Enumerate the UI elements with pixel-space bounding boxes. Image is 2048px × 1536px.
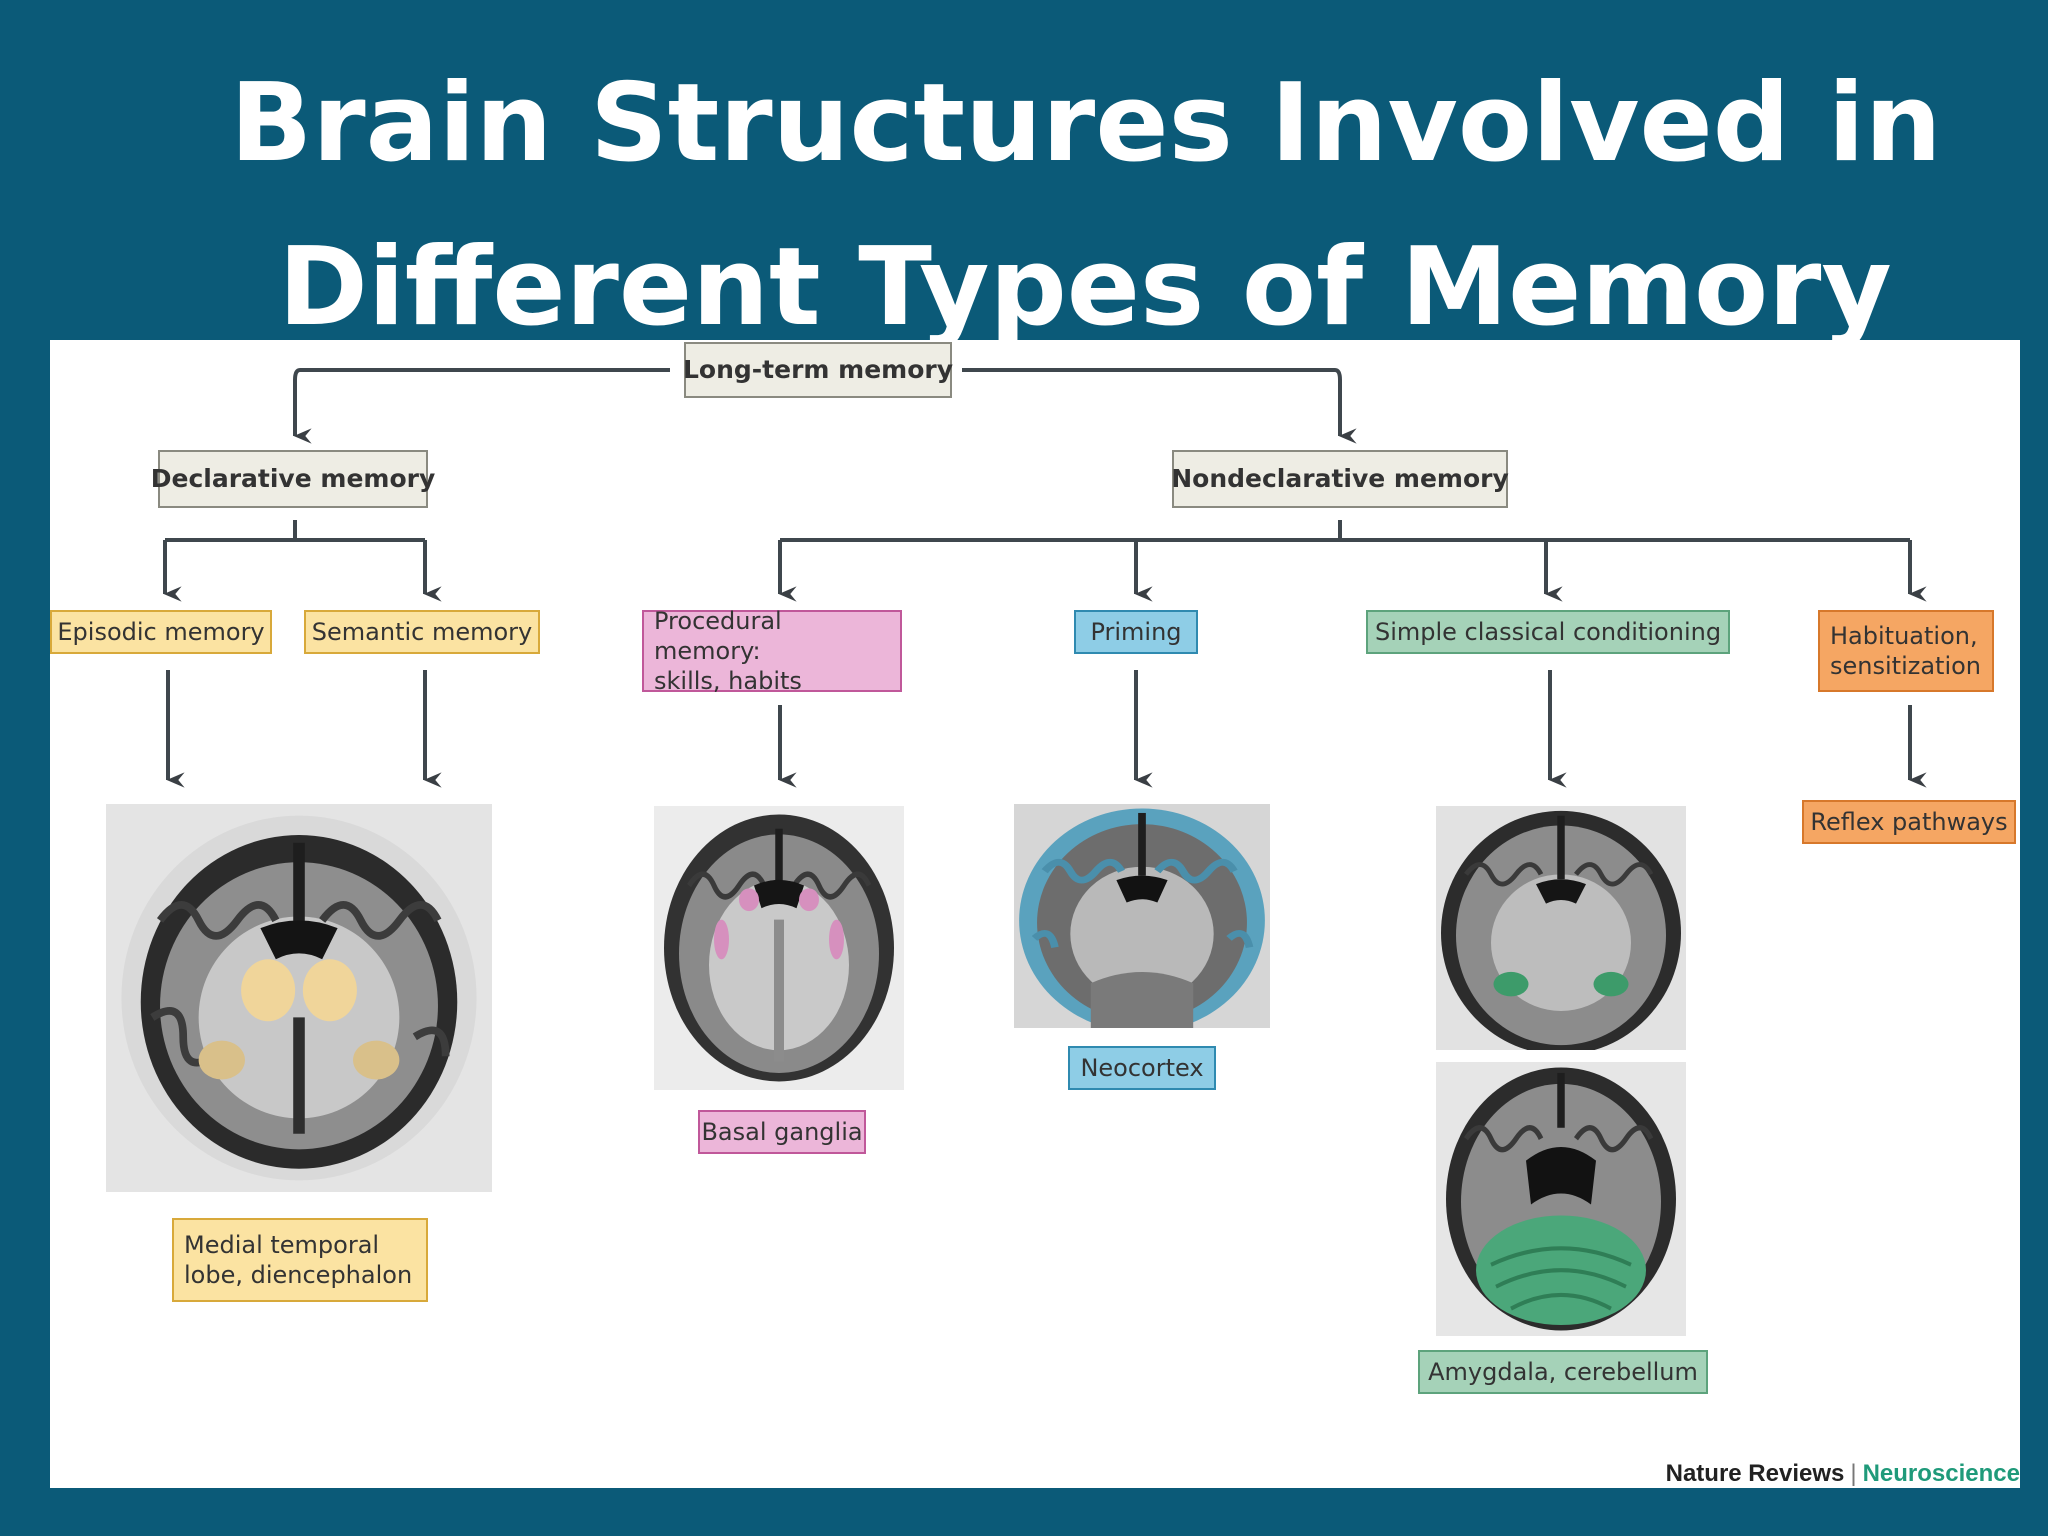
brain-scan-medial-temporal [106, 804, 492, 1192]
connector-root-right [962, 368, 1357, 444]
semantic-memory-box: Semantic memory [304, 610, 540, 654]
procedural-memory-label-1: Procedural memory: [654, 607, 782, 665]
brain-scan-basal-ganglia [654, 806, 904, 1090]
declarative-memory-box: Declarative memory [151, 450, 435, 508]
credit-separator: | [1850, 1460, 1857, 1487]
reflex-pathways-label: Reflex pathways [1810, 808, 2008, 836]
slide-title-line-1: Brain Structures Involved in [230, 61, 1942, 186]
habituation-sensitization-box: Habituation, sensitization [1818, 610, 1994, 692]
credit-journal: Neuroscience [1862, 1460, 2020, 1487]
declarative-memory-label: Declarative memory [150, 464, 436, 493]
diagram-connectors [163, 368, 1927, 788]
nondeclarative-memory-box: Nondeclarative memory [1171, 450, 1509, 508]
semantic-memory-label: Semantic memory [311, 618, 533, 646]
brain-scan-neocortex [1014, 804, 1270, 1028]
habituation-label-1: Habituation, [1830, 622, 1978, 650]
brain-scan-amygdala [1436, 806, 1686, 1050]
basal-ganglia-label: Basal ganglia [701, 1118, 863, 1146]
neocortex-label: Neocortex [1080, 1054, 1204, 1082]
slide-title: Brain Structures Involved in Different T… [230, 42, 1942, 370]
medial-temporal-label-1: Medial temporal [184, 1231, 380, 1259]
credit-publisher: Nature Reviews [1665, 1460, 1845, 1487]
amygdala-cerebellum-label: Amygdala, cerebellum [1428, 1358, 1698, 1386]
amygdala-cerebellum-box: Amygdala, cerebellum [1418, 1350, 1708, 1394]
procedural-memory-label-2: skills, habits [654, 667, 802, 695]
memory-diagram-figure: Long-term memory Declarative memory Nond… [50, 340, 2020, 1488]
figure-credit: Nature Reviews|Neuroscience [1666, 1460, 2020, 1488]
episodic-memory-box: Episodic memory [50, 610, 272, 654]
long-term-memory-label: Long-term memory [682, 355, 954, 384]
connector-root-left [293, 368, 670, 444]
neocortex-box: Neocortex [1068, 1046, 1216, 1090]
medial-temporal-label-2: lobe, diencephalon [184, 1261, 413, 1289]
brain-scan-cerebellum [1436, 1062, 1686, 1336]
slide-title-line-2: Different Types of Memory [278, 225, 1892, 350]
priming-box: Priming [1074, 610, 1198, 654]
priming-label: Priming [1090, 618, 1182, 646]
simple-classical-conditioning-label: Simple classical conditioning [1374, 618, 1722, 646]
long-term-memory-box: Long-term memory [682, 342, 954, 398]
nondeclarative-memory-label: Nondeclarative memory [1171, 464, 1509, 493]
medial-temporal-lobe-box: Medial temporal lobe, diencephalon [172, 1218, 428, 1302]
simple-classical-conditioning-box: Simple classical conditioning [1366, 610, 1730, 654]
reflex-pathways-box: Reflex pathways [1802, 800, 2016, 844]
basal-ganglia-box: Basal ganglia [698, 1110, 866, 1154]
habituation-label-2: sensitization [1830, 652, 1982, 680]
episodic-memory-label: Episodic memory [57, 618, 265, 646]
procedural-memory-box: Procedural memory: skills, habits [642, 607, 902, 695]
